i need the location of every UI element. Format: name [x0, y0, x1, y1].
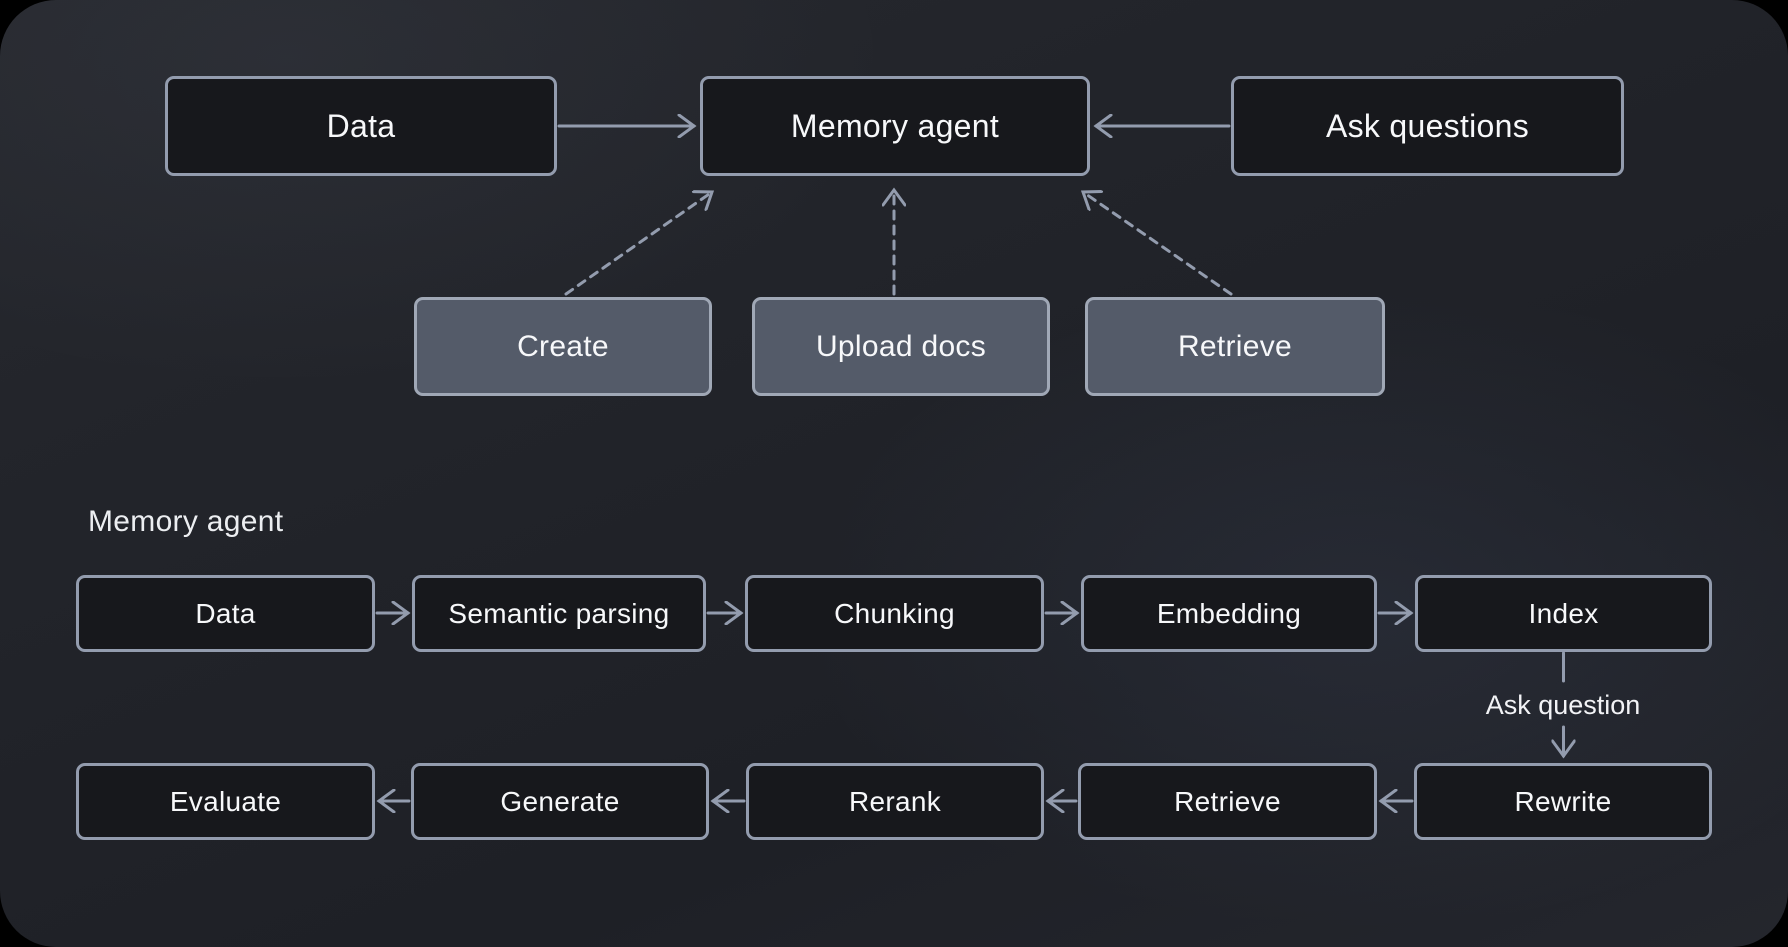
pipeline-node-rewrite: Rewrite — [1414, 763, 1712, 840]
pipeline-node-rerank: Rerank — [746, 763, 1044, 840]
section-heading-memory-agent: Memory agent — [88, 505, 284, 538]
action-retrieve: Retrieve — [1085, 297, 1385, 396]
pipeline-node-index: Index — [1415, 575, 1712, 652]
node-data-source: Data — [165, 76, 557, 176]
pipeline-node-semantic-parsing: Semantic parsing — [412, 575, 706, 652]
pipeline-node-embedding: Embedding — [1081, 575, 1377, 652]
pipeline-node-data: Data — [76, 575, 375, 652]
pipeline-node-evaluate: Evaluate — [76, 763, 375, 840]
pipeline-node-generate: Generate — [411, 763, 709, 840]
pipeline-node-retrieve: Retrieve — [1078, 763, 1377, 840]
node-memory-agent: Memory agent — [700, 76, 1090, 176]
arrow-create-to-memory-agent — [564, 192, 712, 296]
node-ask-questions: Ask questions — [1231, 76, 1624, 176]
action-create: Create — [414, 297, 712, 396]
pipeline-node-chunking: Chunking — [745, 575, 1044, 652]
arrow-retrieve-to-memory-agent — [1083, 192, 1233, 296]
action-upload-docs: Upload docs — [752, 297, 1050, 396]
label-ask-question: Ask question — [1485, 690, 1641, 720]
